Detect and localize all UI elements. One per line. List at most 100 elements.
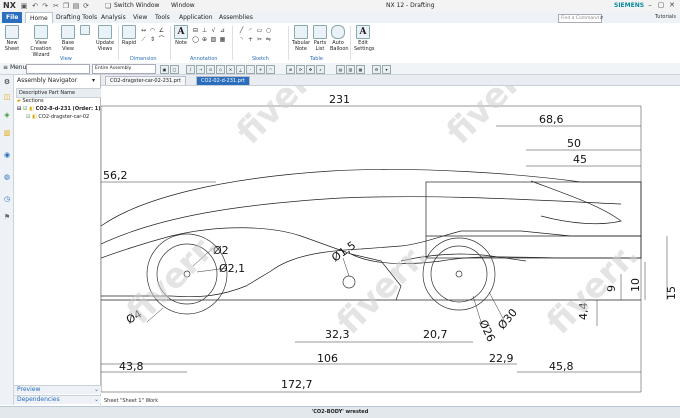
dim-label-45[interactable]: 45 bbox=[573, 153, 587, 166]
tab-tools[interactable]: Tools bbox=[155, 14, 170, 21]
tab-analysis[interactable]: Analysis bbox=[101, 14, 126, 21]
angular-dimension-icon[interactable]: ∠ bbox=[158, 27, 165, 34]
constraint-navigator-icon[interactable]: ◈ bbox=[4, 111, 10, 119]
dim-label-50[interactable]: 50 bbox=[567, 137, 581, 150]
dim-label-231[interactable]: 231 bbox=[329, 93, 350, 106]
redo-icon[interactable]: ↷ bbox=[42, 2, 48, 10]
dim-label-15[interactable]: 15 bbox=[665, 286, 678, 300]
sketch-circle-icon[interactable]: ○ bbox=[265, 27, 272, 34]
dim-label-diam-26[interactable]: Ø26 bbox=[476, 318, 497, 344]
dim-label-diam-2-1[interactable]: Ø2,1 bbox=[219, 262, 245, 275]
navigator-menu-icon[interactable]: ▾ bbox=[92, 77, 96, 84]
dim-label-68-6[interactable]: 68,6 bbox=[539, 113, 564, 126]
paste-icon[interactable]: ▤ bbox=[72, 2, 80, 10]
tab-view[interactable]: View bbox=[133, 14, 148, 21]
view-creation-wizard-button[interactable]: View Creation Wizard bbox=[26, 25, 56, 58]
save-icon[interactable]: ▣ bbox=[20, 2, 28, 10]
linear-dimension-icon[interactable]: ↔ bbox=[140, 27, 147, 34]
sketch-arc-icon[interactable]: ◜ bbox=[249, 27, 252, 34]
window-menu[interactable]: Window bbox=[171, 2, 195, 9]
update-views-button[interactable]: Update Views bbox=[95, 25, 115, 52]
dim-label-10[interactable]: 10 bbox=[629, 278, 642, 292]
layer-icon[interactable]: ▤ bbox=[336, 65, 345, 74]
doc-tab-2[interactable]: CO2-02-d-231.prt bbox=[196, 76, 250, 85]
expand-icon[interactable]: ⊟ bbox=[17, 106, 22, 112]
dim-label-32-3[interactable]: 32,3 bbox=[325, 328, 350, 341]
undo-icon[interactable]: ↶ bbox=[32, 2, 38, 10]
checkbox-icon[interactable]: ☑ bbox=[22, 106, 28, 112]
minimize-icon[interactable]: – bbox=[648, 1, 652, 9]
tab-home[interactable]: Home bbox=[25, 12, 53, 24]
dim-label-22-9[interactable]: 22,9 bbox=[489, 352, 514, 365]
sketch-fillet-icon[interactable]: ◝ bbox=[240, 36, 243, 43]
reuse-library-icon[interactable]: ◉ bbox=[3, 151, 11, 159]
tab-assemblies[interactable]: Assemblies bbox=[219, 14, 253, 21]
dim-label-diam-30[interactable]: Ø30 bbox=[495, 306, 520, 332]
type-filter-select[interactable] bbox=[26, 64, 90, 74]
base-view-button[interactable]: Base View bbox=[60, 25, 76, 52]
column-header[interactable]: Descriptive Part Name bbox=[16, 88, 102, 98]
snap-midpoint-icon[interactable]: ⊣ bbox=[196, 65, 205, 74]
dependencies-panel-header[interactable]: Dependencies⌄ bbox=[14, 395, 103, 404]
display-icon[interactable]: ▥ bbox=[346, 65, 355, 74]
gear-icon[interactable]: ⚙ bbox=[3, 78, 11, 86]
switch-window-icon[interactable]: ❏ bbox=[104, 2, 112, 10]
auto-balloon-button[interactable]: Auto Balloon bbox=[330, 25, 349, 52]
view-fit-icon[interactable]: ⊕ bbox=[286, 65, 295, 74]
radial-dimension-icon[interactable]: ◠ bbox=[149, 27, 156, 34]
dim-label-diam-2[interactable]: Ø2 bbox=[213, 244, 229, 257]
parts-list-button[interactable]: Parts List bbox=[313, 25, 327, 52]
part-navigator-icon[interactable]: ▥ bbox=[3, 129, 11, 137]
view-pan-icon[interactable]: ✥ bbox=[306, 65, 315, 74]
view-more-button[interactable] bbox=[80, 25, 90, 36]
new-sheet-button[interactable]: New Sheet bbox=[3, 25, 21, 52]
snap-intersection-icon[interactable]: ✕ bbox=[226, 65, 235, 74]
image-icon[interactable]: ▦ bbox=[219, 36, 226, 43]
dim-label-9[interactable]: 9 bbox=[605, 285, 618, 292]
dim-label-172-7[interactable]: 172,7 bbox=[281, 378, 313, 391]
assembly-navigator-icon[interactable]: ◫ bbox=[3, 93, 11, 101]
close-icon[interactable]: ✕ bbox=[669, 1, 675, 9]
snap-existing-icon[interactable]: + bbox=[256, 65, 265, 74]
cut-icon[interactable]: ✂ bbox=[53, 2, 59, 10]
assembly-filter-select[interactable]: Entire Assembly bbox=[92, 64, 156, 74]
grid-icon[interactable]: ▦ bbox=[356, 65, 365, 74]
snap-endpoint-icon[interactable]: / bbox=[186, 65, 195, 74]
tab-drafting-tools[interactable]: Drafting Tools bbox=[56, 14, 98, 21]
switch-window-button[interactable]: Switch Window bbox=[114, 2, 160, 9]
preview-panel-header[interactable]: Preview⌄ bbox=[14, 385, 103, 394]
tab-file[interactable]: File bbox=[2, 12, 23, 23]
arc-length-icon[interactable]: ⌒ bbox=[158, 36, 165, 43]
dim-label-43-8[interactable]: 43,8 bbox=[119, 360, 144, 373]
balloon-icon[interactable]: ◯ bbox=[192, 36, 199, 43]
search-icon[interactable]: ⌕ bbox=[600, 14, 604, 21]
deselect-icon[interactable]: ▢ bbox=[170, 65, 179, 74]
drawing-canvas[interactable]: 231 68,6 50 45 56,2 Ø2 Ø2,1 Ø1,5 Ø4 32,3… bbox=[100, 45, 680, 405]
tree-row-sections[interactable]: ▰ Sections bbox=[17, 98, 44, 104]
dim-label-106[interactable]: 106 bbox=[317, 352, 338, 365]
maximize-icon[interactable]: ▢ bbox=[657, 1, 665, 9]
tutorials-link[interactable]: Tutorials bbox=[655, 14, 676, 20]
settings-icon[interactable]: ⚙ bbox=[372, 65, 381, 74]
repeat-icon[interactable]: ⟳ bbox=[83, 2, 89, 10]
sketch-mirror-icon[interactable]: ⇋ bbox=[265, 36, 272, 43]
view-zoom-icon[interactable]: ⌕ bbox=[316, 65, 325, 74]
dim-label-4-4[interactable]: 4,4 bbox=[577, 303, 590, 321]
copy-icon[interactable]: ❐ bbox=[62, 2, 70, 10]
web-browser-icon[interactable]: ◍ bbox=[3, 173, 11, 181]
snap-quadrant-icon[interactable]: ◇ bbox=[216, 65, 225, 74]
hatch-icon[interactable]: ▨ bbox=[210, 36, 217, 43]
sketch-point-icon[interactable]: + bbox=[247, 36, 254, 43]
sketch-trim-icon[interactable]: ✂ bbox=[256, 36, 263, 43]
snap-arc-icon[interactable]: ◠ bbox=[266, 65, 275, 74]
command-search-input[interactable]: Find a Command bbox=[558, 14, 602, 23]
tree-row-component[interactable]: ☑ ◧ CO2-dragster-car-02 bbox=[26, 114, 90, 120]
rapid-dimension-button[interactable]: Rapid bbox=[121, 25, 137, 46]
weld-symbol-icon[interactable]: ⊿ bbox=[219, 27, 226, 34]
dim-label-45-8[interactable]: 45,8 bbox=[549, 360, 574, 373]
datum-feature-icon[interactable]: ⊥ bbox=[201, 27, 208, 34]
snap-tangent-icon[interactable]: ⟂ bbox=[236, 65, 245, 74]
roles-icon[interactable]: ⚑ bbox=[3, 213, 11, 221]
view-rotate-icon[interactable]: ⟳ bbox=[296, 65, 305, 74]
